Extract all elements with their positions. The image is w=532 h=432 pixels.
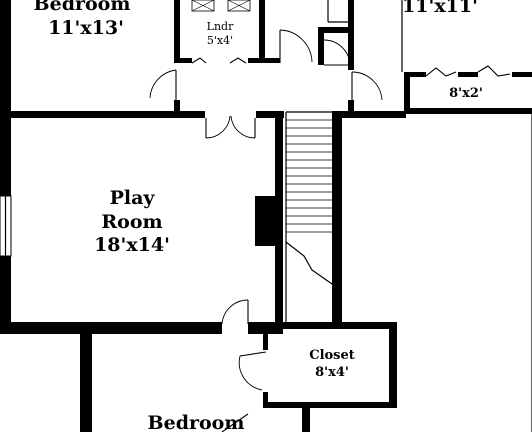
wall-left-upper: [0, 0, 11, 112]
doors: [149, 29, 511, 432]
wall-rclo-bottom: [404, 108, 532, 114]
wall-playroom-bottom: [0, 322, 222, 334]
wall-laundry-bottom-right: [248, 58, 280, 63]
wall-small-closet-top: [318, 27, 354, 33]
wall-closet-top: [263, 322, 395, 329]
wall-bedroom-bottom-left: [80, 330, 92, 432]
wall-rclo-top-left: [404, 72, 426, 77]
washer: [191, 0, 215, 12]
laundry-appliances: [191, 0, 251, 12]
stair-landing: [285, 241, 333, 285]
wall-bedroom-tl-jamb: [174, 100, 180, 116]
wall-stair-right: [332, 112, 342, 327]
wall-laundry-left: [174, 0, 180, 62]
laundry-bifold-right: [229, 57, 247, 64]
wall-playroom-top-left: [0, 111, 205, 118]
wall-closet-right: [389, 322, 397, 408]
labels: Bedroom 11'x13' 11'x11' Lndr 5'x4' 8'x2'…: [34, 0, 483, 432]
room-playroom-dims: 18'x14': [94, 234, 170, 256]
closet-r-bifold-right[interactable]: [477, 65, 511, 77]
wall-closet-left-lower: [263, 392, 268, 408]
room-closet-r-dims: 8'x2': [449, 86, 483, 101]
wall-hall-right-jamb: [348, 100, 354, 114]
fireplace: [255, 196, 276, 246]
wall-rclo-top-right: [512, 72, 532, 77]
stairs: [286, 119, 332, 233]
room-playroom-name-2: Room: [101, 211, 162, 233]
wall-bedroom-bottom-right: [302, 402, 310, 432]
room-playroom-name-1: Play: [110, 187, 156, 209]
room-closet-dims: 8'x4': [315, 365, 349, 380]
wall-playroom-right: [275, 111, 283, 327]
room-closet-name: Closet: [309, 348, 355, 363]
wall-playroom-top-right: [256, 111, 284, 118]
dryer: [227, 0, 251, 12]
wall-laundry-right: [259, 0, 265, 62]
room-bedroom-bottom-name: Bedroom: [148, 412, 245, 432]
room-bedroom-tl-dims: 11'x13': [48, 17, 124, 39]
room-laundry-dims: 5'x4': [207, 34, 233, 47]
wall-rclo-left: [404, 72, 410, 114]
wall-rclo-top-mid: [458, 72, 478, 77]
wall-closet-left-upper: [263, 322, 268, 350]
wall-closet-bottom: [263, 402, 397, 408]
room-laundry-name: Lndr: [207, 20, 234, 33]
wall-laundry-bottom-left: [174, 58, 192, 63]
wall-stair-top: [332, 111, 406, 118]
wall-small-closet-right: [348, 0, 354, 70]
room-bedroom-tr-dims: 11'x11': [402, 0, 478, 17]
closet-r-bifold-left[interactable]: [425, 67, 457, 77]
wall-small-closet-left: [318, 27, 324, 65]
room-bedroom-tl-name: Bedroom: [34, 0, 131, 15]
door-bedroom-bottom[interactable]: [221, 413, 249, 432]
door-closet[interactable]: [239, 351, 267, 357]
laundry-bifold-left: [191, 57, 207, 64]
